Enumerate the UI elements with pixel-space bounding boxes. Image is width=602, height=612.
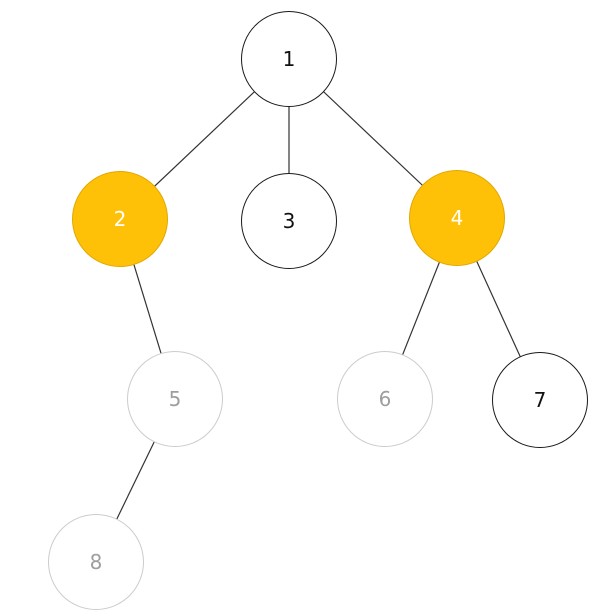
tree-node-label-8: 8 — [89, 550, 103, 574]
tree-node-6[interactable]: 6 — [337, 351, 433, 447]
tree-node-5[interactable]: 5 — [127, 351, 223, 447]
tree-node-label-3: 3 — [282, 209, 296, 233]
tree-node-7[interactable]: 7 — [492, 352, 588, 448]
tree-node-label-7: 7 — [533, 388, 547, 412]
tree-node-1[interactable]: 1 — [241, 11, 337, 107]
tree-node-label-5: 5 — [168, 387, 182, 411]
tree-node-4[interactable]: 4 — [409, 170, 505, 266]
tree-node-2[interactable]: 2 — [72, 171, 168, 267]
tree-node-label-2: 2 — [113, 207, 127, 231]
tree-node-label-1: 1 — [282, 47, 296, 71]
tree-node-3[interactable]: 3 — [241, 173, 337, 269]
tree-node-label-4: 4 — [450, 206, 464, 230]
tree-node-8[interactable]: 8 — [48, 514, 144, 610]
tree-node-label-6: 6 — [378, 387, 392, 411]
